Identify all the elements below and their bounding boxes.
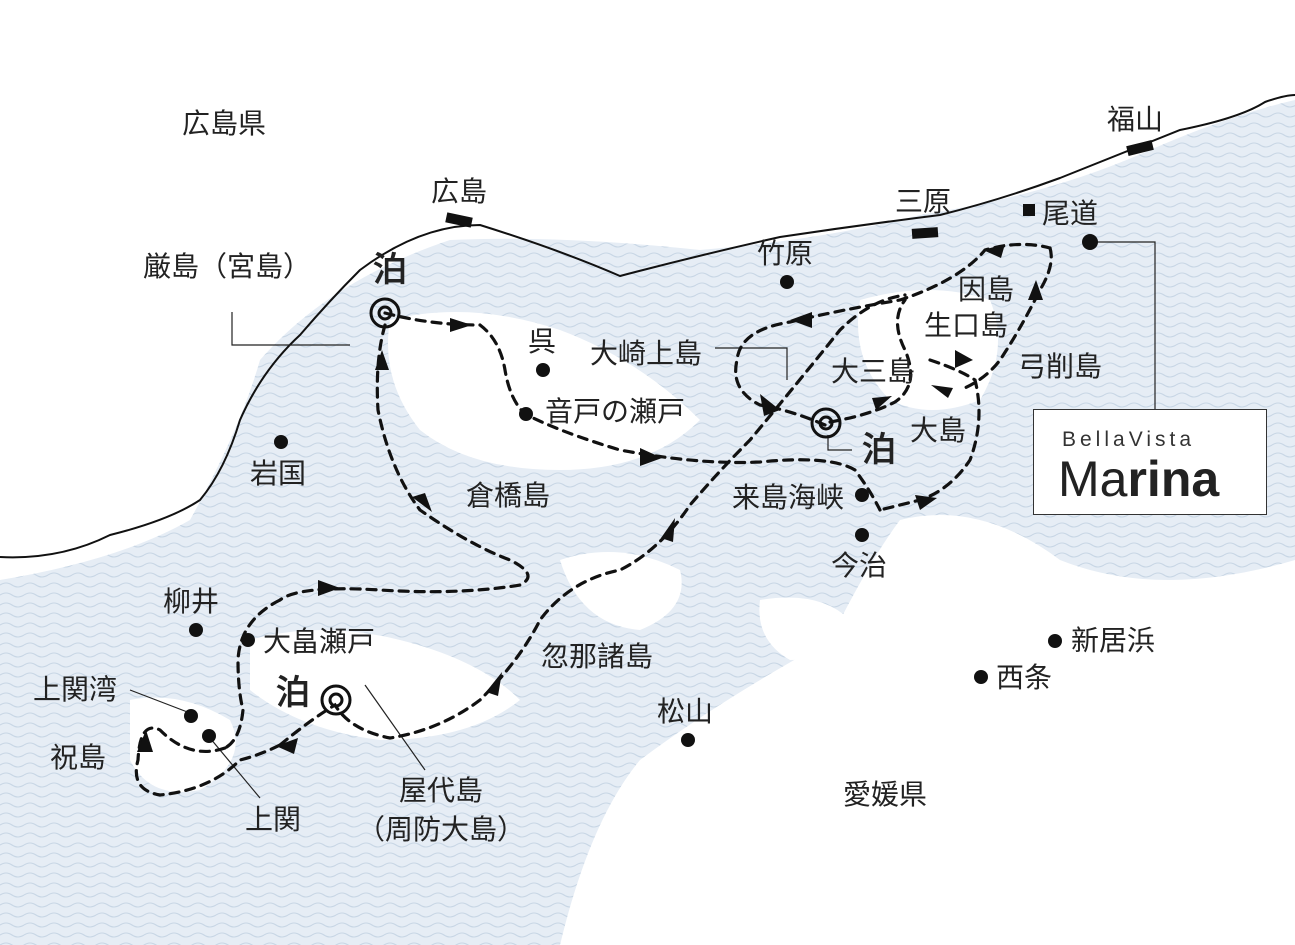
- label-ehime-pref: 愛媛県: [843, 778, 928, 811]
- label-fukuyama: 福山: [1107, 103, 1164, 136]
- logo-line2-thin: Ma: [1058, 451, 1128, 507]
- label-kaminoseki-bay: 上関湾: [33, 673, 118, 706]
- label-ondo-strait: 音戸の瀬戸: [545, 395, 686, 428]
- label-kure: 呉: [528, 325, 557, 358]
- label-saijo: 西条: [996, 661, 1053, 694]
- logo-line2: Marina: [1058, 450, 1219, 508]
- label-mihara: 三原: [895, 185, 952, 218]
- label-osakikamijima: 大崎上島: [590, 337, 703, 370]
- label-yugejima: 弓削島: [1018, 350, 1103, 383]
- label-iwaishima: 祝島: [50, 741, 107, 774]
- label-ikuchijima: 生口島: [924, 309, 1009, 342]
- label-kurushima-strait: 来島海峡: [732, 481, 845, 514]
- label-iwakuni: 岩国: [250, 457, 307, 490]
- label-oobatake-strait: 大畠瀬戸: [263, 625, 376, 658]
- label-stop-omishima: 泊: [862, 430, 896, 470]
- label-hiroshima: 広島: [431, 175, 488, 208]
- label-kutsuna: 忽那諸島: [541, 640, 654, 673]
- label-takehara: 竹原: [757, 237, 814, 270]
- label-yanai: 柳井: [163, 585, 220, 618]
- label-suo-oshima: （周防大島）: [357, 813, 526, 846]
- logo-line2-bold: rina: [1127, 451, 1220, 507]
- route-arrows: [137, 244, 1043, 754]
- label-oshima: 大島: [910, 414, 967, 447]
- city-dots: [184, 204, 1098, 747]
- label-niihama: 新居浜: [1071, 624, 1156, 657]
- label-kaminoseki: 上関: [245, 803, 302, 836]
- label-matsuyama: 松山: [657, 695, 714, 728]
- label-innoshima: 因島: [958, 273, 1015, 306]
- label-stop-miyajima: 泊: [373, 250, 407, 290]
- label-omishima: 大三島: [831, 355, 916, 388]
- bellavista-marina-logo: BellaVista Marina: [1033, 409, 1267, 515]
- label-onomichi: 尾道: [1042, 197, 1099, 230]
- label-imabari: 今治: [831, 549, 888, 582]
- overnight-stop-markers: [320, 297, 842, 716]
- leader-lines: [129, 241, 1156, 799]
- label-itsukushima: 厳島（宮島）: [143, 250, 312, 283]
- label-kurahashi: 倉橋島: [466, 479, 551, 512]
- rail-station-marks: [445, 140, 1154, 239]
- landmass-islands: [130, 290, 1295, 945]
- label-stop-yashiro: 泊: [276, 673, 310, 713]
- label-yashiro: 屋代島: [399, 774, 484, 807]
- label-hiroshima-pref: 広島県: [182, 107, 267, 140]
- logo-line1: BellaVista: [1062, 428, 1196, 451]
